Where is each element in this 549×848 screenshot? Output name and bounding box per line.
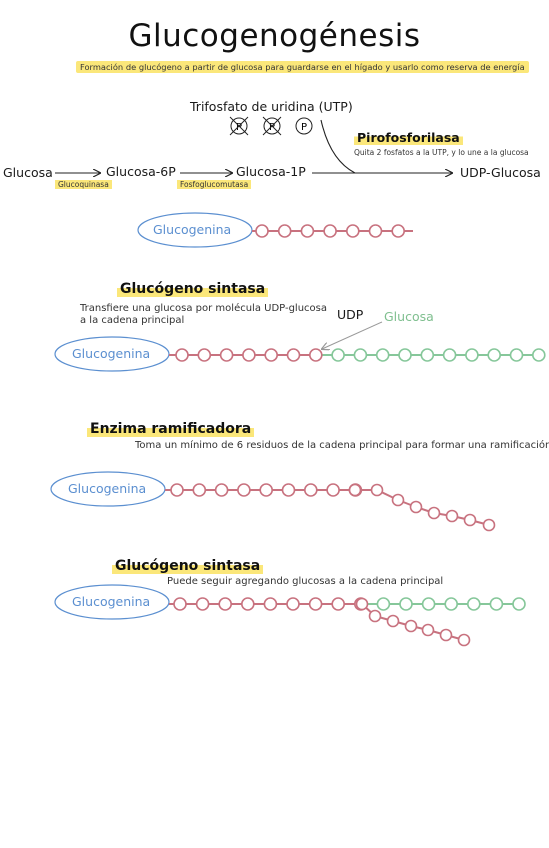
glucosa-1p-label: Glucosa-1P <box>236 164 306 179</box>
glucosa-label: Glucosa <box>3 165 53 180</box>
chain3-glucose-10 <box>399 597 413 611</box>
chain1-glucose-3 <box>242 348 256 362</box>
chain2-glucose-6 <box>303 483 318 497</box>
glucogenina-label-3: Glucogenina <box>72 594 151 609</box>
chain1-glucose-9 <box>375 348 390 362</box>
chain3-glucose-1 <box>195 597 210 611</box>
chain3-glucose-2 <box>218 597 232 611</box>
chain1-glucose-10 <box>398 348 412 362</box>
chain1-glucose-2 <box>219 348 234 362</box>
chain0-glucose-5 <box>368 224 383 238</box>
chain2-branch-glucose-3 <box>409 500 423 514</box>
page-title: Glucogenogénesis <box>128 18 421 54</box>
step1-desc: Transfiere una glucosa por molécula UDP-… <box>80 303 328 326</box>
pirofosforilasa-desc: Quita 2 fosfatos a la UTP, y lo une a la… <box>354 148 529 157</box>
chain3-glucose-14 <box>489 597 504 611</box>
step2-desc: Toma un mínimo de 6 residuos de la caden… <box>135 440 549 451</box>
chain0-glucose-2 <box>300 224 315 238</box>
chain1-glucose-12 <box>442 348 457 362</box>
chain2-branch-glucose-4 <box>427 506 441 520</box>
chain3-glucose-15 <box>512 597 526 611</box>
glucogenina-label-2: Glucogenina <box>68 481 147 496</box>
chain0-glucose-3 <box>323 224 337 238</box>
udp-label: UDP <box>337 307 364 322</box>
chain2-branch-glucose-1 <box>370 483 384 497</box>
glucogenina-label-1: Glucogenina <box>72 346 151 361</box>
chain2-glucose-7 <box>326 483 340 497</box>
chain2-branch-glucose-2 <box>391 493 405 507</box>
chain1-glucose-7 <box>331 348 345 362</box>
chain3-glucose-12 <box>444 597 459 611</box>
chain3-branch-glucose-1 <box>368 609 382 623</box>
chain1-glucose-1 <box>197 348 212 362</box>
chain1-glucose-8 <box>353 348 368 362</box>
utp-label: Trifosfato de uridina (UTP) <box>190 99 353 114</box>
glucogenina-label-0: Glucogenina <box>153 222 232 237</box>
chain2-branch-glucose-0 <box>348 483 362 497</box>
chain2-glucose-5 <box>281 483 296 497</box>
chain2-branch-glucose-5 <box>445 509 459 523</box>
chain3-branch-glucose-5 <box>439 628 453 642</box>
chain3-branch-glucose-2 <box>386 614 400 628</box>
chain0-glucose-4 <box>345 224 360 238</box>
chain1-glucose-0 <box>175 348 189 362</box>
chain1-glucose-4 <box>264 348 279 362</box>
phosphate-1: P <box>229 116 249 136</box>
chain3-glucose-0 <box>173 597 187 611</box>
chain1-glucose-13 <box>465 348 479 362</box>
utp-curve <box>320 119 356 174</box>
fosfoglucomutasa-label: Fosfoglucomutasa <box>177 180 252 189</box>
chain2-glucose-1 <box>192 483 207 497</box>
chain1-glucose-16 <box>531 348 546 362</box>
udp-glucosa-label: UDP-Glucosa <box>460 165 541 180</box>
glucosa-green-label: Glucosa <box>384 309 434 324</box>
glucogenina-ellipse-3 <box>54 584 170 620</box>
step1-heading: Glucógeno sintasa <box>117 281 269 297</box>
svg-text:P: P <box>269 122 275 133</box>
chain1-glucose-11 <box>420 348 435 362</box>
glucosa-6p-label: Glucosa-6P <box>106 164 176 179</box>
chain3-glucose-13 <box>466 597 481 611</box>
chain2-branch-glucose-6 <box>463 513 477 527</box>
chain2-glucose-3 <box>237 483 251 497</box>
chain2-branch-glucose-7 <box>482 518 496 532</box>
chain1-glucose-14 <box>487 348 502 362</box>
chain3-branch-glucose-0 <box>355 597 369 611</box>
chain0-glucose-1 <box>277 224 292 238</box>
arrow-udp-glucosa <box>322 321 383 349</box>
chain0-glucose-6 <box>391 224 406 238</box>
chain0-glucose-0 <box>255 224 269 238</box>
pirofosforilasa-label: Pirofosforilasa <box>354 130 463 145</box>
step3-desc: Puede seguir agregando glucosas a la cad… <box>167 576 444 587</box>
chain1-glucose-15 <box>509 348 524 362</box>
chain3-glucose-5 <box>286 597 300 611</box>
chain1-glucose-6 <box>308 348 323 362</box>
chain3-glucose-7 <box>331 597 346 611</box>
step2-heading: Enzima ramificadora <box>87 421 255 437</box>
step3-heading: Glucógeno sintasa <box>112 558 264 574</box>
chain2-glucose-2 <box>214 483 229 497</box>
chain3-glucose-11 <box>421 597 436 611</box>
chain2-glucose-0 <box>170 483 184 497</box>
chain3-glucose-4 <box>263 597 278 611</box>
chain3-glucose-6 <box>308 597 323 611</box>
svg-text:P: P <box>301 122 307 133</box>
chain2-glucose-4 <box>259 483 274 497</box>
phosphate-2: P <box>262 116 282 136</box>
chain3-branch-glucose-4 <box>421 623 435 637</box>
chain3-branch-glucose-3 <box>404 619 418 633</box>
glucose-chains <box>165 224 546 647</box>
svg-text:P: P <box>236 122 242 133</box>
chain1-glucose-5 <box>286 348 301 362</box>
chain3-branch-glucose-6 <box>457 633 471 647</box>
chain3-glucose-9 <box>376 597 391 611</box>
phosphate-3: P <box>295 117 313 135</box>
glucoquinasa-label: Glucoquinasa <box>55 180 112 189</box>
chain3-glucose-3 <box>241 597 255 611</box>
page-subtitle: Formación de glucógeno a partir de gluco… <box>76 61 529 73</box>
